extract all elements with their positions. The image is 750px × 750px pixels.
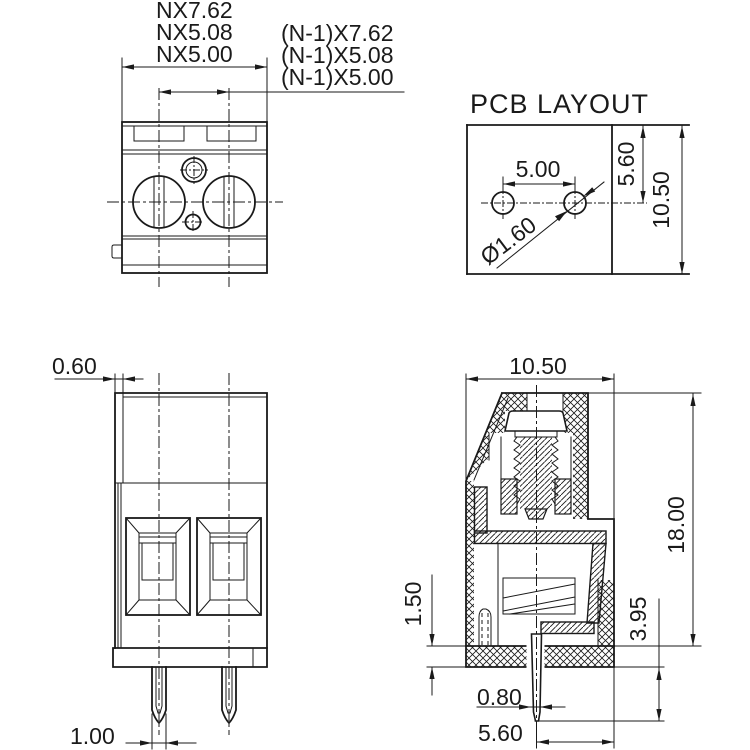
dim-body-height: 18.00 [663, 496, 689, 554]
top-view: NX7.62 NX5.08 NX5.00 (N-1)X7.62 (N-1)X5.… [107, 0, 405, 287]
dim-flange-thickness: 0.60 [52, 353, 97, 379]
dim-pin-width: 1.00 [70, 723, 115, 749]
dim-edge-to-hole: 5.60 [613, 142, 639, 187]
dim-label-nx508: NX5.08 [156, 19, 233, 45]
dim-label-n1x762: (N-1)X7.62 [281, 20, 393, 46]
dim-pin-to-edge: 5.60 [478, 720, 523, 746]
wire-cage [502, 577, 576, 615]
housing-hatch-right [563, 393, 588, 519]
section-view: 10.50 18.00 1.50 3.95 0.80 5.60 [400, 353, 702, 749]
solder-pin-1 [151, 666, 167, 725]
front-view: 0.60 1.00 [52, 353, 268, 750]
dim-pattern-height: 10.50 [648, 171, 674, 229]
dim-body-width: 10.50 [509, 353, 567, 379]
clamp-nut-right [554, 478, 572, 515]
wire-opening-1 [125, 517, 191, 616]
dim-label-n1x508: (N-1)X5.08 [281, 42, 393, 68]
clamp-strap [473, 486, 607, 635]
pcb-layout-title: PCB LAYOUT [470, 89, 649, 119]
dim-pin-thickness: 0.80 [477, 684, 522, 710]
solder-pin-2 [221, 666, 237, 725]
clamp-nut-left [500, 478, 518, 515]
dim-label-n1x500: (N-1)X5.00 [281, 64, 393, 90]
housing-hatch-left [466, 393, 527, 481]
dim-label-nx762: NX7.62 [156, 0, 233, 23]
dim-pin-protrusion: 3.95 [625, 597, 651, 642]
dim-label-nx500: NX5.00 [156, 41, 233, 67]
dim-hole-pitch: 5.00 [516, 156, 561, 182]
dim-base-thickness: 1.50 [400, 582, 426, 627]
